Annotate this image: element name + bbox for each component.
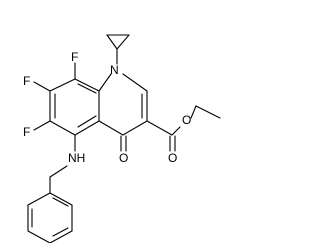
molecule-diagram: F F F N NH O O O	[23, 34, 221, 243]
nh-label: NH	[68, 151, 85, 165]
n1-label: N	[110, 63, 119, 77]
bond-phenyl-4	[27, 230, 51, 243]
bond-phenyl-inner-a	[52, 197, 69, 207]
bond-ethyl-chain	[195, 105, 221, 119]
bond-ester-to-oxygen	[171, 126, 181, 136]
bond-c7-f	[33, 81, 51, 92]
bond-nh-ch2	[49, 165, 68, 178]
bond-phenyl-1	[49, 192, 73, 206]
bond-phenyl-3	[49, 230, 73, 243]
f7-label: F	[23, 74, 30, 88]
ester-carbonyl-oxygen-label: O	[168, 151, 177, 165]
bond-c4a-c5	[74, 120, 100, 136]
bond-c5-c6	[49, 120, 76, 136]
bond-c3-c4	[122, 120, 148, 136]
f8-label: F	[71, 50, 78, 64]
ester-ether-oxygen-label: O	[182, 113, 191, 127]
bond-c8-c8a-inner	[77, 83, 97, 94]
bond-c4a-c5-inner	[77, 115, 97, 128]
bond-cyclopropyl-b	[116, 34, 130, 50]
bond-cyclopropyl-a	[106, 34, 118, 50]
bond-c8-c8a	[74, 78, 100, 92]
bond-c7-c8	[49, 78, 76, 92]
bond-c4-c4a	[98, 120, 124, 136]
chemical-structure-canvas: F F F N NH O O O	[23, 34, 221, 243]
ketone-oxygen-label: O	[119, 151, 128, 165]
bond-oxygen-to-ethyl	[190, 105, 197, 119]
bond-phenyl-6	[27, 192, 51, 206]
bond-c6-f	[33, 120, 51, 131]
bond-c8a-n1	[98, 73, 112, 92]
f6-label: F	[23, 125, 30, 139]
bond-phenyl-inner-b	[52, 227, 69, 237]
bond-n1-c2	[122, 73, 148, 92]
bond-c3-ester-carbon	[146, 120, 173, 136]
